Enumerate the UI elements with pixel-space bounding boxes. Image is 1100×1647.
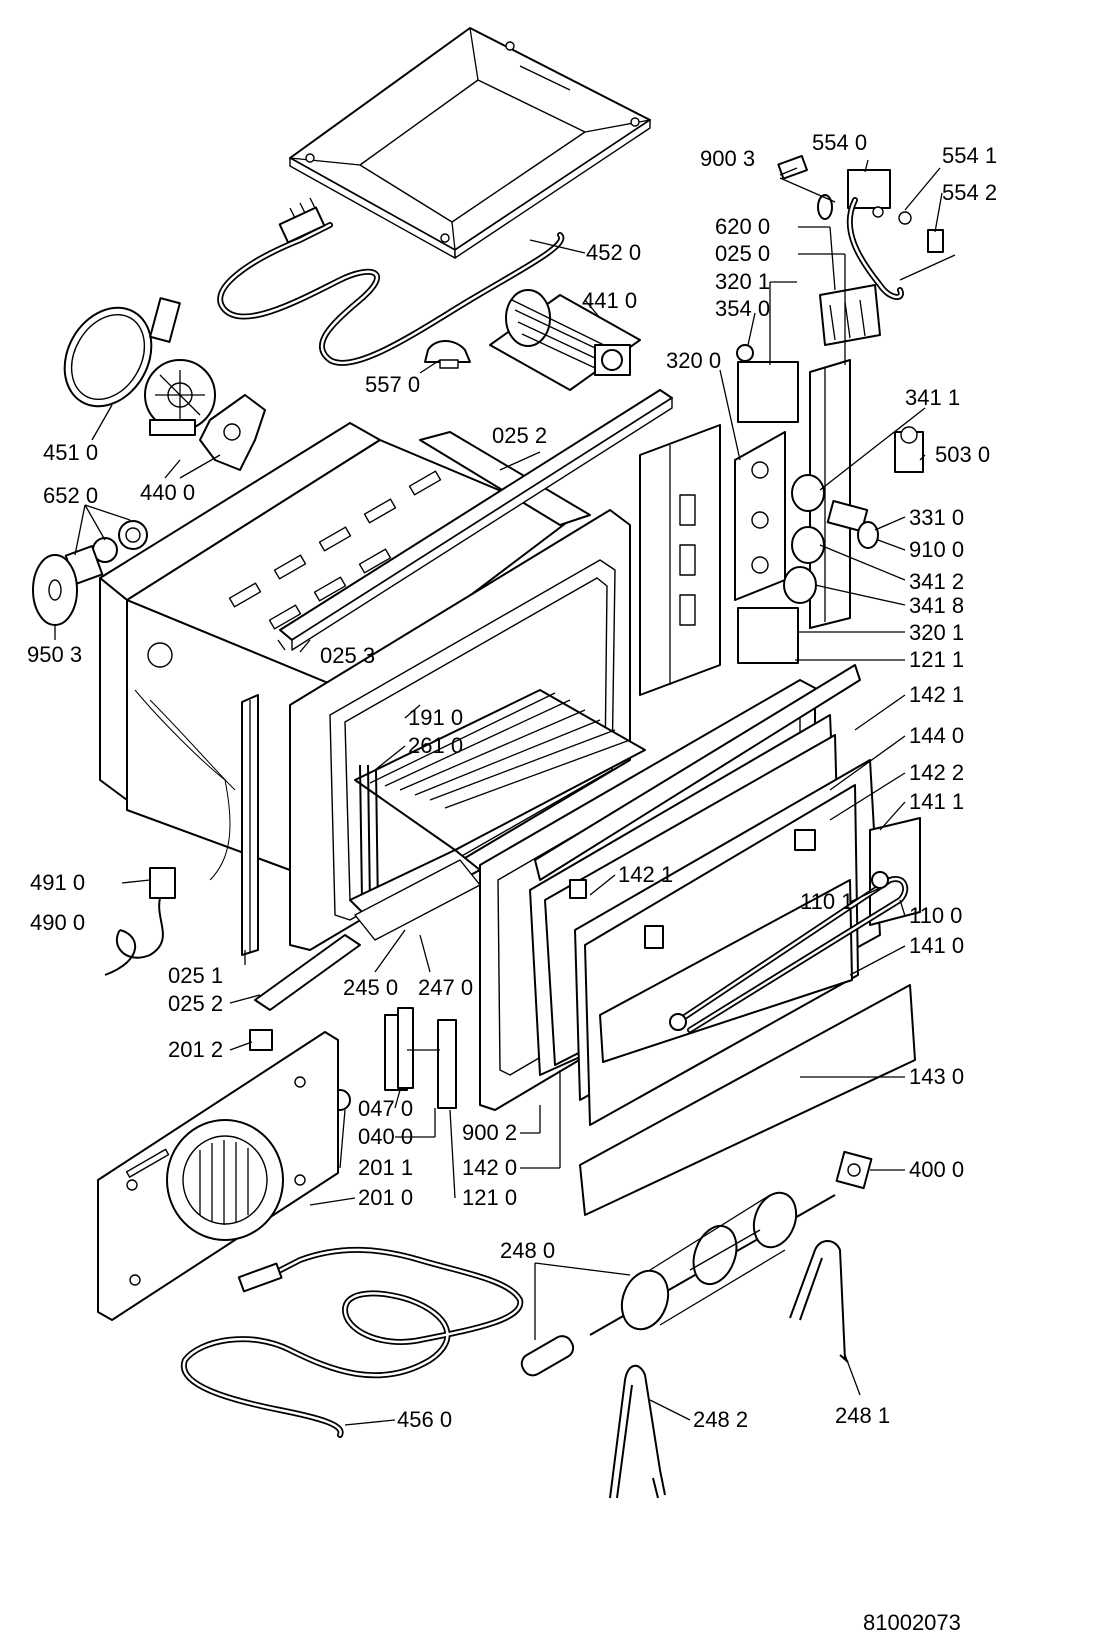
oven-door-layers [479,664,921,1216]
part-callout: 341 8 [909,593,964,618]
part-callout: 354 0 [715,296,770,321]
part-callout: 142 0 [462,1155,517,1180]
control-side-panels [639,359,851,696]
part-callout: 025 2 [492,423,547,448]
part-callout: 451 0 [43,440,98,465]
part-callout: 142 1 [618,862,673,887]
part-callout: 950 3 [27,642,82,667]
part-callout: 320 1 [909,620,964,645]
part-callout: 025 0 [715,241,770,266]
part-callout: 490 0 [30,910,85,935]
tangential-fan-motor [489,289,641,391]
part-callout: 491 0 [30,870,85,895]
leader-lines [54,159,943,1426]
part-callout: 620 0 [715,214,770,239]
door-hinges [384,1007,457,1109]
rotisserie-spit [520,1150,873,1377]
door-handle [669,871,909,1033]
part-callout: 025 1 [168,963,223,988]
part-callout: 900 3 [700,146,755,171]
part-callout: 040 0 [358,1124,413,1149]
clip-557 [424,340,471,369]
part-callout: 141 0 [909,933,964,958]
part-callout: 248 0 [500,1238,555,1263]
lamp-assembly [32,520,148,626]
part-callout: 261 0 [408,733,463,758]
drawing-number: 81002073 [863,1610,961,1635]
part-callout: 440 0 [140,480,195,505]
side-rail-left [241,694,259,956]
part-callout: 142 2 [909,760,964,785]
fan-gasket-ring [63,306,153,408]
part-callout: 554 1 [942,143,997,168]
bottom-heating-element [180,1246,524,1438]
top-cover-plate [289,27,651,259]
part-callout: 245 0 [343,975,398,1000]
part-callout: 143 0 [909,1064,964,1089]
part-callout: 110 1 [800,889,853,914]
part-callout: 400 0 [909,1157,964,1182]
top-grill-element [217,197,565,366]
part-callout: 144 0 [909,723,964,748]
part-callout: 503 0 [935,442,990,467]
oven-rack-shelf [349,689,646,941]
part-callout: 110 0 [909,903,962,928]
part-callout: 025 3 [320,643,375,668]
control-knob-panel [734,344,879,664]
part-callout: 452 0 [586,240,641,265]
part-callout: 910 0 [909,537,964,562]
part-callout: 554 0 [812,130,867,155]
part-callout: 557 0 [365,372,420,397]
part-callout: 201 1 [358,1155,413,1180]
part-callout: 554 2 [942,180,997,205]
thermostat-and-switches [777,154,956,473]
part-callout: 247 0 [418,975,473,1000]
part-callout: 441 0 [582,288,637,313]
top-rail [279,389,673,651]
part-callout: 025 2 [168,991,223,1016]
part-callout: 456 0 [397,1407,452,1432]
part-callout: 121 1 [909,647,964,672]
part-callout: 320 1 [715,269,770,294]
part-callout: 141 1 [909,789,964,814]
part-callout: 142 1 [909,682,964,707]
part-callout: 341 2 [909,569,964,594]
convection-fan-motor [144,297,266,471]
part-callout: 121 0 [462,1185,517,1210]
part-callout: 248 2 [693,1407,748,1432]
part-callout: 652 0 [43,483,98,508]
part-callout: 248 1 [835,1403,890,1428]
part-callout: 201 2 [168,1037,223,1062]
callout-labels: 452 0 441 0 557 0 451 0 440 0 652 0 950 … [27,130,997,1432]
part-callout: 191 0 [408,705,463,730]
part-callout: 331 0 [909,505,964,530]
rear-panel [97,1031,339,1321]
small-left-parts [104,867,361,1111]
part-callout: 900 2 [462,1120,517,1145]
part-callout: 320 0 [666,348,721,373]
part-callout: 047 0 [358,1096,413,1121]
part-callout: 201 0 [358,1185,413,1210]
part-callout: 341 1 [905,385,960,410]
